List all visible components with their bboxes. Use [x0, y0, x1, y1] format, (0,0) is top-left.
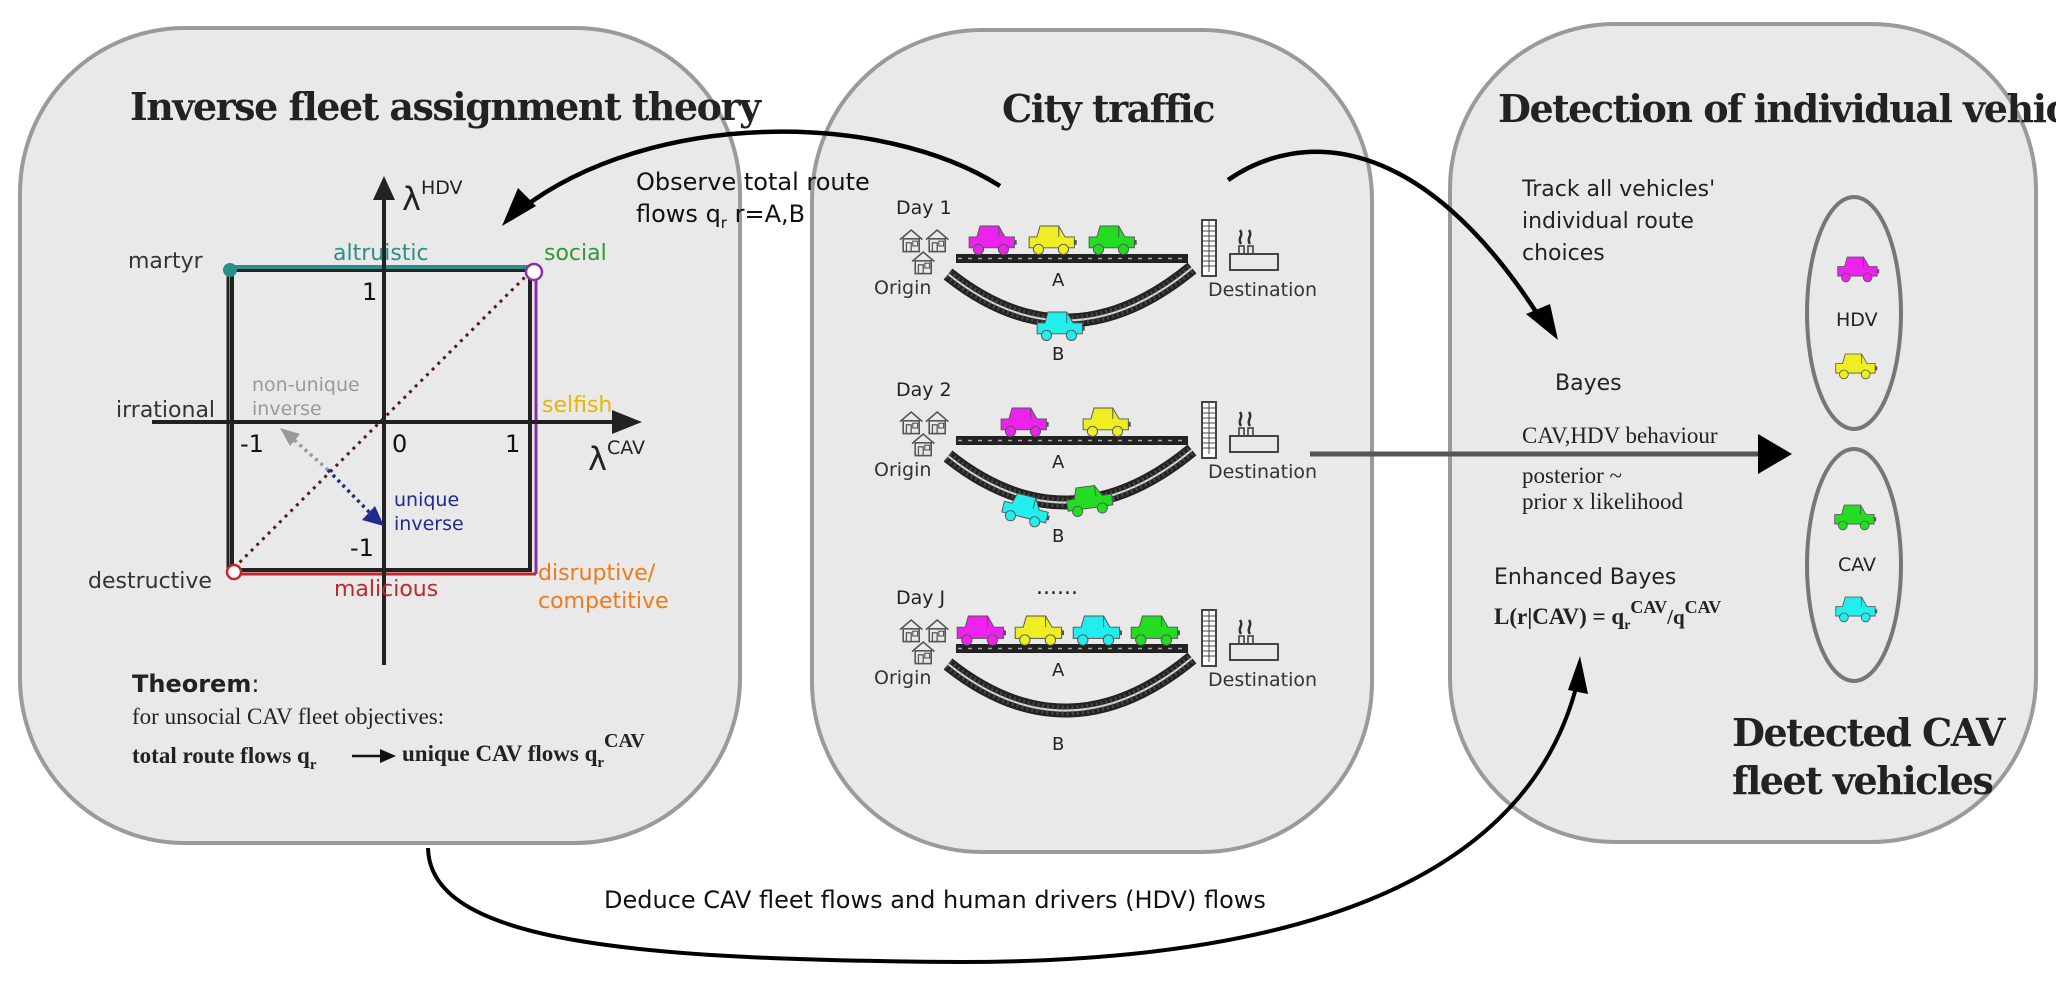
theorem-line2-left: total route flows qr — [132, 743, 317, 773]
destructive-point — [225, 563, 243, 581]
tick-y-neg1: -1 — [350, 534, 374, 562]
label-non-unique-inverse: inverse — [252, 398, 322, 420]
label-martyr: martyr — [128, 249, 204, 274]
route-b-label: B — [1052, 734, 1064, 755]
label-unique-inverse: inverse — [394, 513, 464, 535]
posterior-line2: prior x likelihood — [1522, 489, 1683, 514]
days-ellipsis: ...... — [1036, 575, 1078, 600]
x-axis-arrowhead — [612, 410, 642, 434]
observe-line2: flows qr r=A,B — [636, 200, 805, 232]
label-competitive: competitive — [538, 589, 669, 614]
y-axis-label: λHDV — [402, 177, 463, 218]
destination-label: Destination — [1208, 461, 1317, 483]
x-axis-label: λCAV — [588, 437, 645, 478]
detected-line1: Detected CAV — [1732, 710, 2007, 755]
label-malicious: malicious — [334, 577, 438, 602]
route-b-label: B — [1052, 344, 1064, 365]
posterior-line1: posterior ~ — [1522, 463, 1622, 488]
detected-line2: fleet vehicles — [1732, 758, 1992, 803]
day-label: Day 1 — [896, 197, 952, 219]
observe-flows-arrowhead — [502, 188, 536, 226]
hdv-group-ellipse — [1805, 195, 1903, 431]
non-unique-arrow-line — [290, 436, 330, 472]
day-scenario: Day 1 Origin A B Destination — [874, 197, 1317, 365]
tick-zero: 0 — [392, 430, 407, 458]
likelihood-formula: L(r|CAV) = qrCAV/qCAV — [1494, 597, 1721, 633]
non-unique-arrowhead — [280, 428, 300, 446]
hdv-group-label: HDV — [1836, 309, 1878, 331]
origin-label: Origin — [874, 459, 931, 481]
label-irrational: irrational — [116, 398, 215, 423]
track-line2: individual route — [1522, 209, 1694, 234]
behaviour-label: CAV,HDV behaviour — [1522, 423, 1718, 448]
martyr-point — [223, 263, 237, 277]
panel-inverse-theory — [18, 26, 742, 845]
unique-arrowhead — [362, 506, 384, 526]
label-selfish: selfish — [542, 393, 612, 418]
route-a-label: A — [1052, 270, 1065, 291]
label-non-unique: non-unique — [252, 374, 360, 396]
cav-group-ellipse — [1805, 447, 1903, 683]
label-social: social — [544, 241, 607, 266]
track-choices-arrowhead — [1526, 304, 1558, 340]
bayes-label: Bayes — [1555, 371, 1622, 396]
deduce-label: Deduce CAV fleet flows and human drivers… — [604, 886, 1266, 914]
track-line1: Track all vehicles' — [1521, 177, 1715, 202]
theorem-line2-right: unique CAV flows qrCAV — [402, 730, 645, 771]
bayes-arrowhead — [1758, 434, 1792, 474]
day-scenario: Day 2 Origin A B Destination — [874, 379, 1317, 547]
day-scenario: Day J Origin A B Destination — [874, 587, 1317, 755]
track-line3: choices — [1522, 241, 1605, 266]
observe-flows-arrow — [518, 129, 1002, 212]
cav-group-label: CAV — [1838, 554, 1876, 576]
observe-line1: Observe total route — [636, 168, 870, 196]
origin-label: Origin — [874, 667, 931, 689]
origin-label: Origin — [874, 277, 931, 299]
deduce-flows-arrowhead — [1568, 656, 1588, 694]
theorem-line1: for unsocial CAV fleet objectives: — [132, 704, 444, 729]
deduce-flows-arrow — [426, 679, 1580, 965]
route-a-label: A — [1052, 452, 1065, 473]
label-disruptive: disruptive/ — [538, 561, 656, 586]
tick-x-neg1: -1 — [240, 430, 264, 458]
y-axis-arrowhead — [373, 176, 395, 200]
middle-panel-title: City traffic — [1002, 86, 1214, 131]
label-altruistic: altruistic — [333, 241, 429, 266]
label-destructive: destructive — [88, 569, 212, 594]
day-label: Day J — [896, 587, 945, 609]
route-b-label: B — [1052, 526, 1064, 547]
theorem-heading: Theorem: — [132, 670, 259, 698]
destination-label: Destination — [1208, 279, 1317, 301]
social-point — [524, 262, 544, 282]
enhanced-bayes-label: Enhanced Bayes — [1494, 565, 1676, 590]
day-label: Day 2 — [896, 379, 952, 401]
right-panel-title: Detection of individual vehicles — [1498, 86, 2056, 131]
label-unique: unique — [394, 489, 459, 511]
route-a-label: A — [1052, 660, 1065, 681]
tick-x-pos1: 1 — [505, 430, 520, 458]
track-choices-arrow — [1226, 149, 1542, 320]
tick-y-pos1: 1 — [362, 278, 377, 306]
theorem-arrowhead — [380, 749, 396, 763]
destination-label: Destination — [1208, 669, 1317, 691]
left-panel-title: Inverse fleet assignment theory — [130, 84, 762, 129]
